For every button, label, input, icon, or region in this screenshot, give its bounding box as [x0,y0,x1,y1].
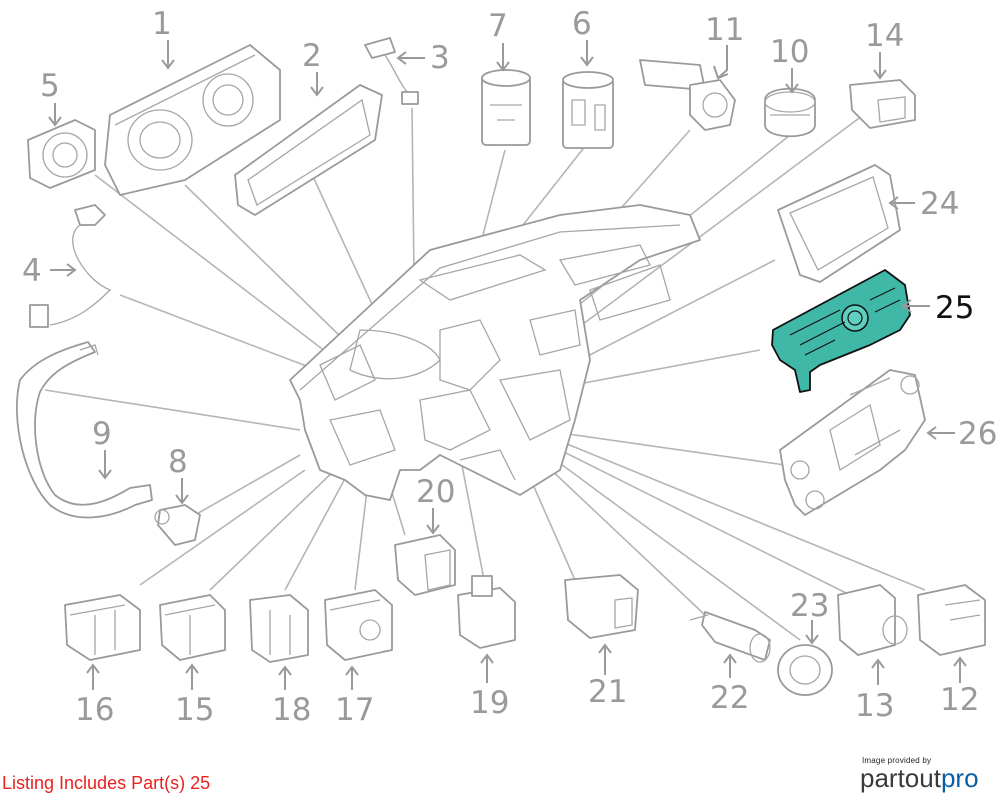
part-16-switch [64,594,141,661]
part-19-switch [457,575,516,649]
part-12-switch [917,584,986,656]
part-13-switch [837,584,908,656]
part-4-wire-harness [29,204,112,328]
callout-5: 5 [40,68,60,104]
leader-lines [44,107,926,641]
callout-21: 21 [588,674,627,710]
callout-17: 17 [335,692,374,728]
callout-11: 11 [705,12,744,48]
callout-7: 7 [488,8,508,44]
part-18-switch [249,594,309,663]
callout-6: 6 [572,6,592,42]
callout-9: 9 [92,416,112,452]
callout-10: 10 [770,34,809,70]
callout-18: 18 [272,692,311,728]
brand-part-2: pro [940,763,979,793]
part-1-instrument-cluster [104,44,281,196]
part-17-switch [324,589,393,661]
part-10-knob [764,87,816,138]
image-credit: Image provided by [862,756,932,765]
callout-12: 12 [940,682,979,718]
callout-14: 14 [865,18,904,54]
part-24-display [777,164,901,283]
dashboard-frame [289,204,701,501]
part-6-switch [562,71,614,149]
callout-24: 24 [920,186,959,222]
callout-16: 16 [75,692,114,728]
part-5-gauge [27,119,96,189]
callout-8: 8 [168,444,188,480]
part-25-climate-control-panel [771,269,911,393]
callout-1: 1 [152,6,172,42]
part-14-switch [849,79,916,129]
part-15-switch [159,594,226,661]
listing-note: Listing Includes Part(s) 25 [2,773,211,793]
part-22-socket [689,611,771,663]
callout-labels: 1 2 3 4 5 6 7 8 9 10 11 12 13 14 15 16 1… [22,6,997,728]
callout-4: 4 [22,253,42,289]
part-2-cluster-lens [234,84,383,216]
callout-13: 13 [855,688,894,724]
callout-arrows [48,40,967,690]
part-20-switch [394,534,456,596]
callout-3: 3 [430,40,450,76]
part-26-control-assembly [779,369,926,516]
part-23-port [777,644,833,696]
callout-2: 2 [302,38,322,74]
callout-22: 22 [710,680,749,716]
part-9-duct [16,341,153,519]
callout-19: 19 [470,685,509,721]
partoutpro-logo: partoutpro [860,763,979,793]
part-3-connector [364,37,419,105]
callout-20: 20 [416,474,455,510]
callout-26: 26 [958,416,997,452]
part-21-switch [564,574,639,639]
callout-15: 15 [175,692,214,728]
part-11-ignition [639,59,736,131]
part-7-switch [481,69,531,146]
callout-23: 23 [790,588,829,624]
callout-25: 25 [935,290,974,326]
part-8-sensor [154,504,201,546]
brand-part-1: partout [860,763,941,793]
